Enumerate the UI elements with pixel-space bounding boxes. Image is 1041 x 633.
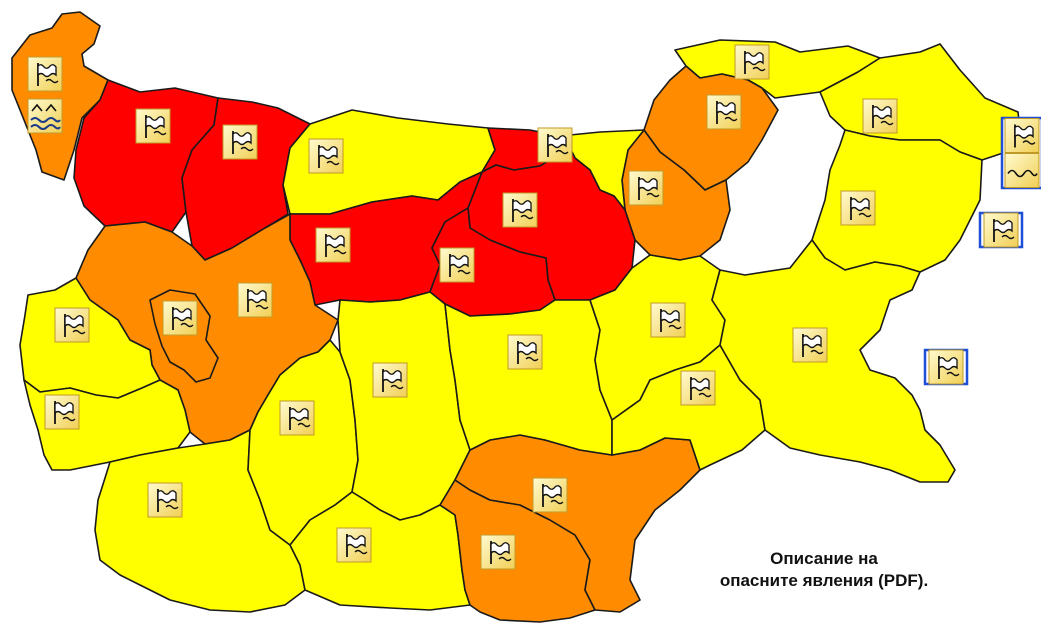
wind-icon[interactable]: [44, 394, 80, 430]
wind-icon[interactable]: [537, 127, 573, 163]
wind-icon[interactable]: [372, 362, 408, 398]
wind-icon[interactable]: [162, 300, 198, 336]
wind-icon[interactable]: [507, 334, 543, 370]
wind-icon[interactable]: [237, 282, 273, 318]
wind-icon[interactable]: [279, 400, 315, 436]
wind-icon[interactable]: [502, 192, 538, 228]
wind-icon[interactable]: [27, 56, 63, 92]
wind-icon[interactable]: [147, 482, 183, 518]
wind-icon[interactable]: [315, 227, 351, 263]
wind-icon: [983, 212, 1019, 248]
wind-icon[interactable]: [862, 98, 898, 134]
region-stara-zagora[interactable]: [444, 299, 613, 456]
sea-warning-south-sea[interactable]: [923, 348, 969, 386]
wind-icon[interactable]: [54, 307, 90, 343]
wind-icon: [1004, 118, 1040, 153]
region-varna[interactable]: [811, 129, 983, 273]
region-burgas[interactable]: [711, 239, 956, 483]
wind-icon[interactable]: [222, 124, 258, 160]
wind-icon[interactable]: [135, 108, 171, 144]
wind-icon[interactable]: [840, 190, 876, 226]
wind-icon[interactable]: [336, 527, 372, 563]
wind-icon: [928, 349, 964, 385]
sea-warning-central-sea[interactable]: [978, 211, 1024, 249]
pdf-link-line2: опасните явления (PDF).: [719, 571, 929, 590]
wind-icon[interactable]: [308, 138, 344, 174]
pdf-link-line1: Описание на: [770, 549, 878, 568]
wind-icon[interactable]: [532, 477, 568, 513]
wind-icon[interactable]: [480, 534, 516, 570]
wave-icon: [1004, 153, 1040, 188]
sea-warning-north-coast[interactable]: [1000, 116, 1041, 190]
wind-icon[interactable]: [706, 94, 742, 130]
wind-icon[interactable]: [734, 44, 770, 80]
wind-icon[interactable]: [439, 247, 475, 283]
hazard-description-pdf-link[interactable]: Описание на опасните явления (PDF).: [664, 548, 984, 592]
flood-icon[interactable]: [27, 98, 63, 134]
wind-icon[interactable]: [650, 302, 686, 338]
wind-icon[interactable]: [792, 327, 828, 363]
wind-icon[interactable]: [628, 170, 664, 206]
wind-icon[interactable]: [680, 370, 716, 406]
